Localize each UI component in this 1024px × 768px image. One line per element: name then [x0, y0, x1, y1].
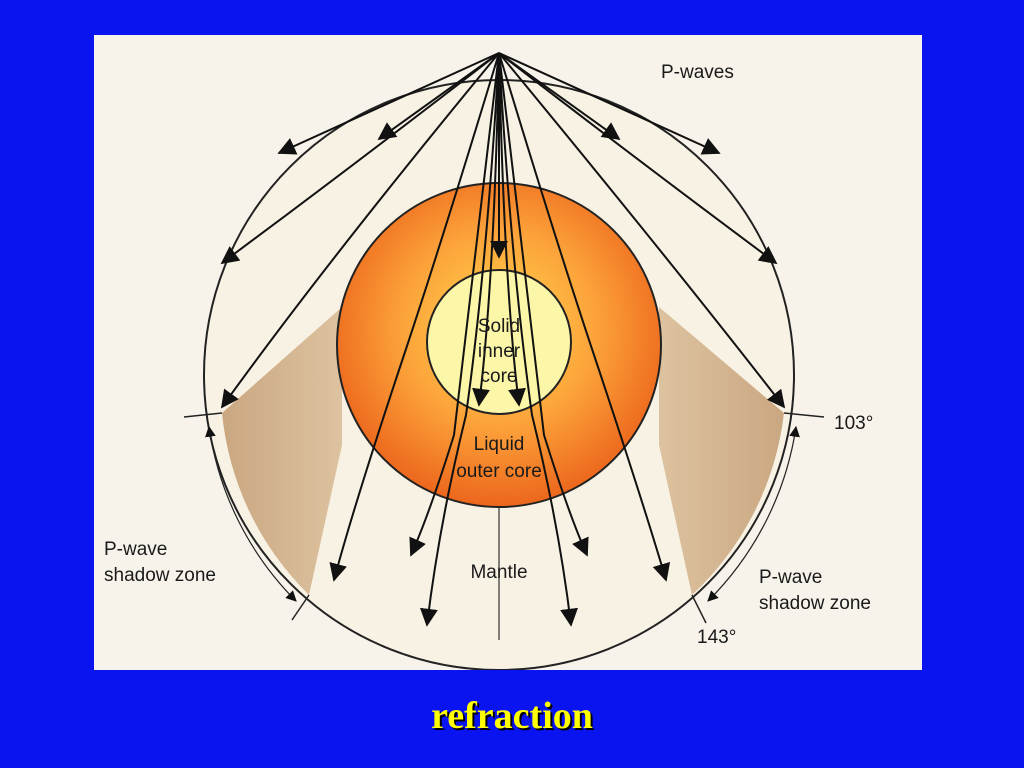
- label-shadow-zone-right-line2: shadow zone: [759, 593, 871, 614]
- ray-6: [498, 52, 778, 265]
- ray-5: [220, 52, 500, 265]
- inner-core-disk: [426, 269, 572, 415]
- label-shadow-zone-right-line1: P-wave: [759, 567, 822, 588]
- slide-title: refraction: [431, 695, 593, 737]
- label-mantle: Mantle: [470, 562, 527, 583]
- label-shadow-zone-left-line2: shadow zone: [104, 565, 216, 586]
- label-inner-core-line2: inner: [478, 341, 521, 362]
- ray-8: [498, 52, 786, 409]
- ray-10: [409, 52, 500, 557]
- ray-1: [277, 52, 500, 155]
- label-inner-core-line3: core: [481, 366, 518, 387]
- label-outer-core-line1: Liquid: [474, 434, 525, 455]
- ray-17: [498, 52, 526, 407]
- label-inner-core-line1: Solid: [478, 316, 520, 337]
- shadow-arc-right: [707, 425, 800, 602]
- ray-2: [498, 52, 721, 155]
- ray-15: [498, 52, 579, 627]
- label-shadow-zone-left-line1: P-wave: [104, 539, 167, 560]
- ray-16: [472, 52, 500, 407]
- p-wave-rays: [220, 52, 786, 627]
- label-angle-143: 143°: [697, 627, 736, 648]
- shadow-arc-left: [205, 425, 297, 602]
- earth-diagram-svg: P-waves Solid inner core Liquid outer co…: [104, 52, 873, 670]
- ray-7: [220, 52, 500, 409]
- ray-14: [419, 52, 500, 627]
- label-angle-103: 103°: [834, 413, 873, 434]
- earth-cross-section-figure: P-waves Solid inner core Liquid outer co…: [94, 35, 922, 670]
- ray-13: [498, 52, 671, 582]
- ray-11: [498, 52, 589, 557]
- label-outer-core-line2: outer core: [456, 461, 542, 482]
- label-p-waves: P-waves: [661, 62, 734, 83]
- ray-12: [329, 52, 500, 582]
